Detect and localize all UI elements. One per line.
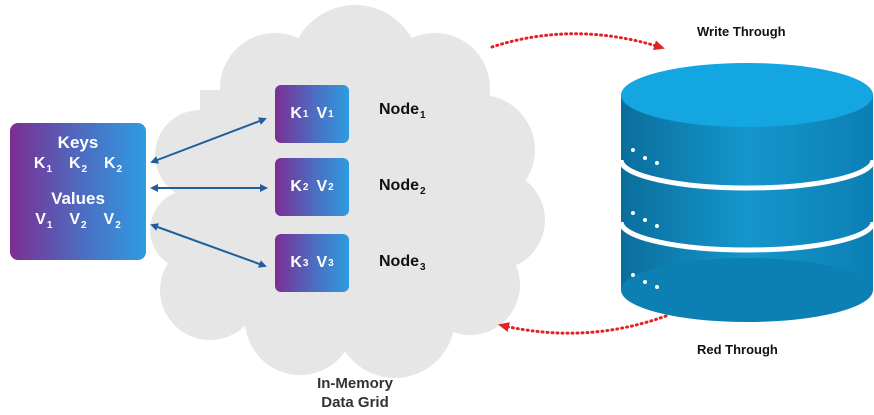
write-through-arrow	[490, 32, 665, 51]
key-3: K	[103, 155, 116, 172]
node-3-label-text: Node	[379, 253, 419, 270]
value-1-sub: 1	[46, 220, 53, 231]
value-1: V	[35, 211, 46, 228]
node-2-value-sub: 2	[328, 181, 334, 193]
value-2: V	[69, 211, 81, 228]
node-3-value-sub: 3	[328, 257, 334, 269]
read-through-label: Red Through	[697, 342, 778, 357]
keys-row: K1 K2 K2	[10, 153, 146, 181]
node-1-label: Node1	[379, 101, 426, 121]
node-2-key-sub: 2	[302, 181, 309, 193]
read-through-arrow	[498, 314, 668, 335]
database-icon	[618, 63, 874, 322]
key-2: K	[68, 155, 81, 172]
cloud-caption-line-1: In-Memory	[317, 375, 393, 392]
node-2-value: V	[316, 178, 328, 195]
node-1-value: V	[316, 105, 328, 122]
node-1-value-sub: 1	[328, 108, 334, 120]
value-3: V	[103, 211, 115, 228]
node-3-key-sub: 3	[302, 257, 309, 269]
arrow-node-3	[150, 223, 267, 268]
write-through-label: Write Through	[697, 24, 786, 39]
node-3-label-sub: 3	[420, 262, 426, 273]
values-title: Values	[51, 189, 105, 208]
node-2-label: Node2	[379, 177, 426, 197]
arrow-node-1	[150, 117, 267, 164]
node-3-label: Node3	[379, 253, 426, 273]
keys-title: Keys	[57, 133, 99, 152]
key-1-sub: 1	[46, 164, 53, 175]
node-1-label-sub: 1	[420, 110, 426, 121]
key-3-sub: 2	[116, 164, 123, 175]
value-3-sub: 2	[115, 220, 121, 231]
values-row: V1 V2 V2	[10, 209, 146, 237]
node-1-key-sub: 1	[302, 108, 309, 120]
node-1-key: K	[290, 105, 302, 122]
node-2-key: K	[290, 178, 302, 195]
node-3-value: V	[316, 254, 328, 271]
node-1-label-text: Node	[379, 101, 419, 118]
value-2-sub: 2	[81, 220, 87, 231]
node-3-key: K	[290, 254, 302, 271]
client-keys-values-box: Keys K1 K2 K2 Values V1 V2 V2	[10, 123, 146, 260]
key-1: K	[33, 155, 46, 172]
node-2-label-sub: 2	[420, 186, 426, 197]
key-2-sub: 2	[81, 164, 88, 175]
cloud-caption-line-2: Data Grid	[321, 394, 389, 411]
connection-arrows	[150, 117, 268, 268]
node-2-label-text: Node	[379, 177, 419, 194]
